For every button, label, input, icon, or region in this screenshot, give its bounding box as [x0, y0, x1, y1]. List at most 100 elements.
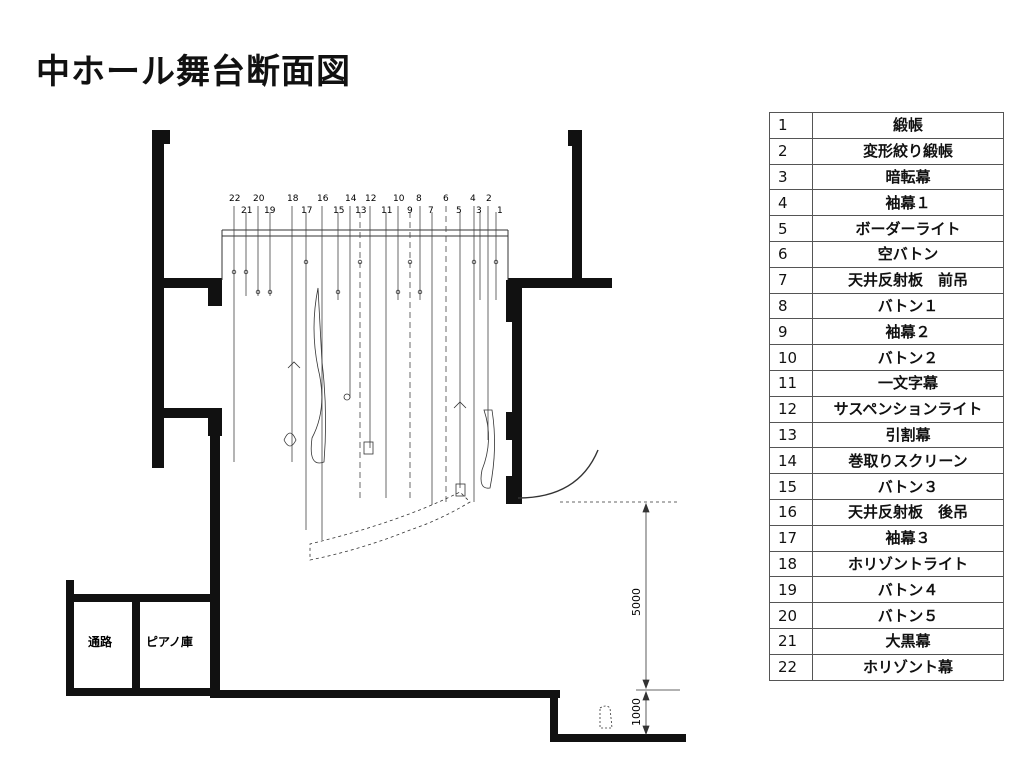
line-number: 20	[253, 194, 265, 204]
line-number: 6	[443, 194, 449, 204]
line-numbers-top: 22 20 18 16 14 12 10 8 6 4 2	[229, 194, 492, 204]
legend-label: バトン１	[812, 292, 1004, 320]
line-number: 11	[381, 206, 392, 216]
legend-number: 19	[769, 576, 813, 604]
building-walls	[66, 130, 686, 742]
legend-number: 4	[769, 189, 813, 217]
legend-label: 暗転幕	[812, 163, 1004, 191]
legend-label: バトン３	[812, 473, 1004, 500]
line-number: 2	[486, 194, 492, 204]
legend-number: 6	[769, 240, 813, 268]
room-passage: 通路	[88, 634, 113, 649]
legend-label: バトン４	[812, 576, 1004, 604]
line-numbers-bottom: 21 19 17 15 13 11 9 7 5 3 1	[241, 206, 503, 216]
fly-grid	[221, 229, 509, 280]
fixtures	[231, 259, 613, 729]
legend-number: 17	[769, 524, 813, 552]
legend-label: バトン５	[812, 602, 1004, 629]
dim-pit-depth: 1000	[630, 698, 643, 726]
legend-number: 3	[769, 163, 813, 191]
legend-number: 20	[769, 602, 813, 629]
legend-number: 18	[769, 550, 813, 578]
legend-label: 空バトン	[812, 240, 1004, 268]
legend-label: ホリゾント幕	[812, 653, 1004, 681]
legend-label: 巻取りスクリーン	[812, 447, 1004, 475]
legend-number: 15	[769, 473, 813, 500]
legend-label: 袖幕３	[812, 524, 1004, 552]
dim-stage-height: 5000	[630, 588, 643, 616]
legend-number: 12	[769, 395, 813, 423]
legend-label: 袖幕１	[812, 189, 1004, 217]
legend-number: 8	[769, 292, 813, 320]
legend-label: 緞帳	[812, 112, 1004, 139]
line-number: 19	[264, 206, 276, 216]
legend-label: バトン２	[812, 344, 1004, 371]
legend-label: ボーダーライト	[812, 215, 1004, 242]
line-number: 18	[287, 194, 299, 204]
legend-number: 21	[769, 627, 813, 655]
legend-number: 14	[769, 447, 813, 475]
legend-number: 7	[769, 266, 813, 294]
line-number: 17	[301, 206, 312, 216]
line-number: 8	[416, 194, 422, 204]
line-number: 16	[317, 194, 329, 204]
line-number: 7	[428, 206, 434, 216]
hanging-lines	[233, 206, 497, 540]
line-number: 4	[470, 194, 476, 204]
legend-number: 11	[769, 369, 813, 397]
line-number: 22	[229, 194, 240, 204]
legend-number: 10	[769, 344, 813, 371]
line-number: 10	[393, 194, 405, 204]
line-number: 21	[241, 206, 252, 216]
legend-label: サスペンションライト	[812, 395, 1004, 423]
legend-number: 5	[769, 215, 813, 242]
line-number: 5	[456, 206, 462, 216]
legend-number: 9	[769, 318, 813, 346]
legend-number: 13	[769, 421, 813, 449]
legend-label: ホリゾントライト	[812, 550, 1004, 578]
legend-label: 袖幕２	[812, 318, 1004, 346]
legend-label: 天井反射板 前吊	[812, 266, 1004, 294]
legend-number: 1	[769, 112, 813, 139]
dimension-lines	[560, 501, 680, 736]
legend-label: 天井反射板 後吊	[812, 498, 1004, 526]
legend-number: 2	[769, 137, 813, 165]
line-number: 14	[345, 194, 357, 204]
legend-label: 大黒幕	[812, 627, 1004, 655]
line-number: 3	[476, 206, 482, 216]
line-number: 9	[407, 206, 413, 216]
line-number: 1	[497, 206, 503, 216]
room-piano-storage: ピアノ庫	[146, 634, 193, 649]
legend-label: 一文字幕	[812, 369, 1004, 397]
legend-number: 16	[769, 498, 813, 526]
page-title: 中ホール舞台断面図	[36, 52, 351, 92]
line-number: 12	[365, 194, 376, 204]
legend-label: 引割幕	[812, 421, 1004, 449]
line-number: 13	[355, 206, 366, 216]
line-number: 15	[333, 206, 344, 216]
legend-label: 変形絞り緞帳	[812, 137, 1004, 165]
